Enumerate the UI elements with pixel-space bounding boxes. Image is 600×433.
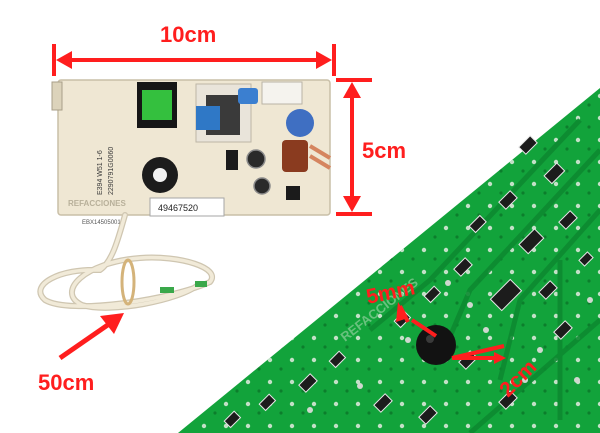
cable-label: 50cm [38, 370, 94, 395]
board-print-3: EBX14505001 [82, 220, 121, 226]
width-arrow [52, 44, 336, 76]
width-label: 10cm [160, 22, 216, 47]
height-label: 5cm [362, 138, 406, 163]
height-arrow [336, 78, 372, 216]
cable-arrow [58, 313, 124, 361]
board-watermark: REFACCIONES [68, 199, 126, 208]
control-board: 49467520 2290791G0060 E394 W51 1-6 EBX14… [51, 79, 332, 226]
board-label-number: 49467520 [158, 203, 198, 213]
cable-bundle [37, 212, 215, 311]
board-label [149, 197, 225, 217]
board-print-2: E394 W51 1-6 [97, 150, 104, 195]
transistor-component [416, 325, 456, 365]
board-print-1: 2290791G0060 [108, 147, 115, 195]
distance-arrows [396, 302, 506, 364]
